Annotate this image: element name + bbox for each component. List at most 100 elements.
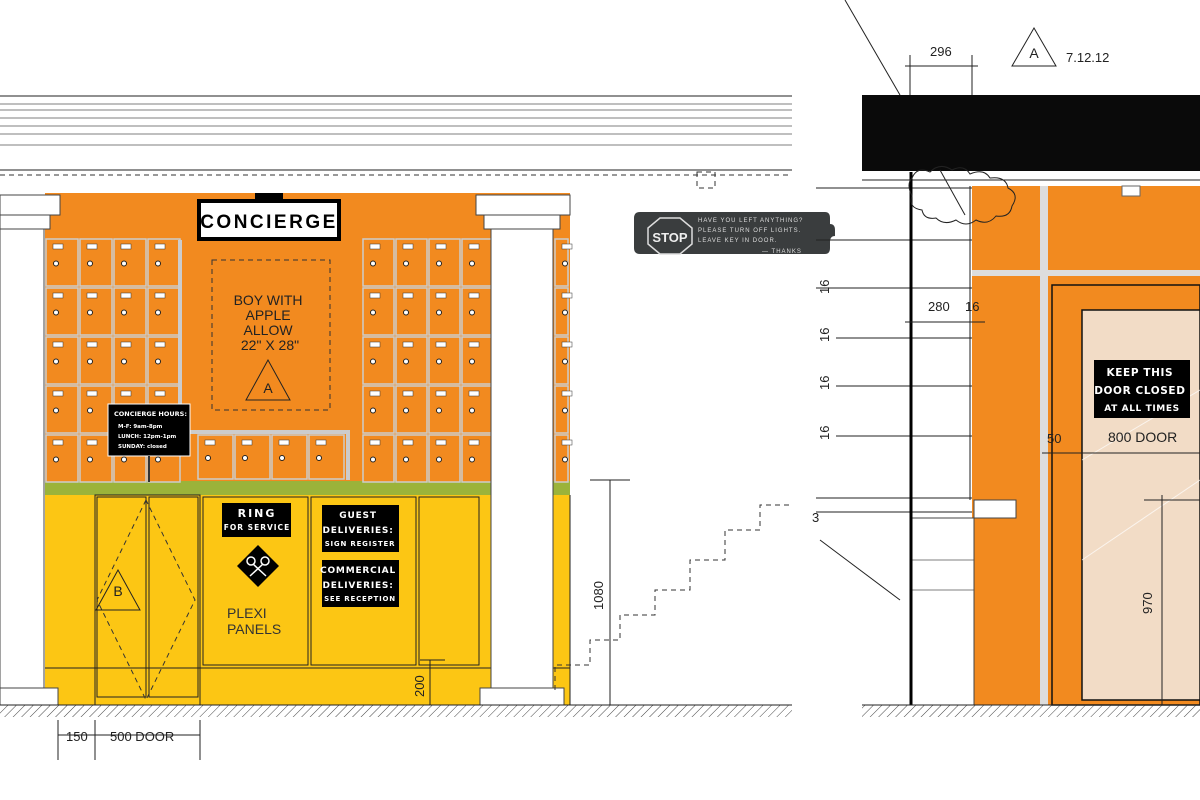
locker-door xyxy=(308,434,345,480)
locker-label xyxy=(369,292,381,299)
locker-label xyxy=(435,341,447,348)
locker-lock-icon xyxy=(370,456,376,463)
dim-296: 296 xyxy=(930,44,952,59)
locker-label xyxy=(315,439,327,446)
revision-triangle xyxy=(1011,27,1057,67)
black-fascia xyxy=(862,95,1200,171)
door-tag-triangle xyxy=(95,568,141,611)
locker-lock-icon xyxy=(155,260,161,267)
counter-panels xyxy=(45,494,570,706)
dimension-lines xyxy=(57,479,630,760)
locker-lock-icon xyxy=(469,358,475,365)
locker-label xyxy=(120,292,132,299)
dim-shelf-16: 16 xyxy=(817,426,832,440)
revision-cloud xyxy=(908,166,1016,225)
locker-label xyxy=(52,292,64,299)
stop-badge: STOP xyxy=(652,230,687,245)
concierge-sign-face xyxy=(201,203,337,237)
locker-lock-icon xyxy=(87,309,93,316)
locker-label xyxy=(369,243,381,250)
locker-label xyxy=(435,390,447,397)
dim-16: 16 xyxy=(965,299,979,314)
locker-door xyxy=(45,336,79,385)
locker-lock-icon xyxy=(53,309,59,316)
artwork-outline xyxy=(211,259,331,411)
locker-door xyxy=(554,336,569,385)
locker-door xyxy=(147,336,181,385)
plexi-note: PLEXI PANELS xyxy=(227,605,281,637)
locker-label xyxy=(154,243,166,250)
locker-lock-icon xyxy=(53,456,59,463)
locker-lock-icon xyxy=(87,456,93,463)
locker-label xyxy=(402,341,414,348)
dim-50: 50 xyxy=(1047,431,1061,446)
locker-label xyxy=(402,292,414,299)
artwork-tag: A xyxy=(263,380,273,396)
locker-lock-icon xyxy=(87,407,93,414)
locker-lock-icon xyxy=(562,260,568,267)
locker-label xyxy=(86,390,98,397)
locker-lock-icon xyxy=(562,358,568,365)
locker-label xyxy=(86,439,98,446)
locker-lock-icon xyxy=(562,309,568,316)
locker-lock-icon xyxy=(205,455,211,461)
locker-label xyxy=(435,439,447,446)
locker-label xyxy=(402,243,414,250)
locker-lock-icon xyxy=(403,407,409,414)
locker-door xyxy=(554,434,569,483)
locker-lock-icon xyxy=(403,309,409,316)
left-column xyxy=(0,194,61,706)
hours-lines: M-F: 9am-8pm LUNCH: 12pm-1pm SUNDAY: clo… xyxy=(118,424,178,450)
crossed-keys-icon xyxy=(237,545,279,587)
locker-lock-icon xyxy=(53,407,59,414)
locker-lock-icon xyxy=(53,260,59,267)
locker-label xyxy=(468,341,480,348)
locker-lock-icon xyxy=(121,309,127,316)
commercial-sign-text: COMMERCIAL DELIVERIES: SEE RECEPTION xyxy=(320,566,400,603)
stairs-outline xyxy=(554,504,790,690)
shelf-lines xyxy=(816,187,972,601)
locker-label xyxy=(402,390,414,397)
locker-label xyxy=(278,439,290,446)
locker-label xyxy=(120,390,132,397)
locker-lock-icon xyxy=(562,456,568,463)
dim-1080: 1080 xyxy=(591,581,606,610)
locker-label xyxy=(468,390,480,397)
locker-door xyxy=(554,385,569,434)
locker-lock-icon xyxy=(469,260,475,267)
dim-150: 150 xyxy=(66,729,88,744)
green-band xyxy=(45,481,570,495)
cornice xyxy=(0,95,792,189)
locker-lock-icon xyxy=(370,260,376,267)
ring-line2: FOR SERVICE xyxy=(224,523,290,532)
locker-lock-icon xyxy=(155,309,161,316)
locker-door xyxy=(271,434,308,480)
locker-label xyxy=(402,439,414,446)
locker-label xyxy=(241,439,253,446)
dim-shelf-16: 16 xyxy=(817,280,832,294)
locker-label xyxy=(468,243,480,250)
artwork-tag-triangle xyxy=(245,358,291,401)
dim-shelf-16: 16 xyxy=(817,328,832,342)
stop-sign-text: HAVE YOU LEFT ANYTHING? PLEASE TURN OFF … xyxy=(698,218,806,255)
ground-hatch-right xyxy=(862,705,1200,717)
dim-970: 970 xyxy=(1140,592,1155,614)
right-elevation: KEEP THIS DOOR CLOSED AT ALL TIMES 296 A… xyxy=(812,0,1200,717)
guest-sign-text: GUEST DELIVERIES: SIGN REGISTER xyxy=(322,511,397,548)
dim-800-door: 800 DOOR xyxy=(1108,429,1177,445)
ring-sign xyxy=(222,503,291,537)
concierge-sign-text: CONCIERGE xyxy=(200,212,338,233)
hours-title: CONCIERGE HOURS: xyxy=(114,410,187,418)
locker-label xyxy=(204,439,216,446)
commercial-deliveries-sign xyxy=(322,560,399,607)
locker-label xyxy=(52,439,64,446)
revision-mark: A xyxy=(1029,45,1039,61)
locker-lock-icon xyxy=(436,309,442,316)
locker-lock-icon xyxy=(279,455,285,461)
locker-label xyxy=(52,390,64,397)
locker-door xyxy=(79,287,113,336)
locker-label xyxy=(369,439,381,446)
dim-200: 200 xyxy=(412,675,427,697)
locker-label xyxy=(86,292,98,299)
